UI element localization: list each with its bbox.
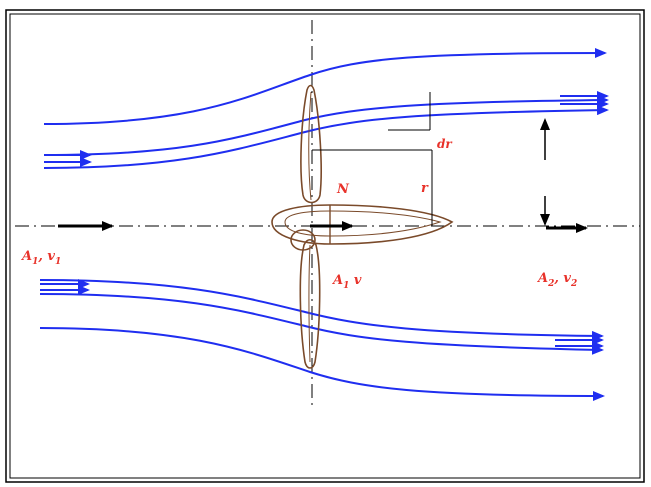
label-r: r	[421, 181, 429, 196]
dimensions	[312, 92, 433, 226]
blade-top-inner	[308, 91, 312, 201]
label-inlet: A1, v1	[20, 249, 61, 267]
label-disk: A1 v	[331, 273, 362, 291]
blade-bottom-inner	[308, 244, 311, 363]
frame-inner	[9, 13, 641, 479]
streamline-top-mid	[43, 95, 609, 156]
streamline-top-outer	[43, 48, 607, 125]
streamline-bottom-inner	[39, 279, 604, 341]
streamline-bottom-outer	[39, 327, 605, 401]
blade-top	[300, 84, 322, 204]
hub-inner	[284, 210, 442, 237]
propeller	[271, 84, 454, 369]
label-n: N	[336, 182, 350, 197]
hub-body	[271, 204, 454, 245]
label-dr: dr	[437, 137, 453, 151]
label-outlet: A2, v2	[536, 271, 577, 289]
streamline-top-inner	[43, 105, 609, 169]
blade-root-bottom	[290, 229, 316, 251]
streamline-bottom-mid	[39, 293, 604, 355]
frame-outer	[5, 9, 645, 483]
